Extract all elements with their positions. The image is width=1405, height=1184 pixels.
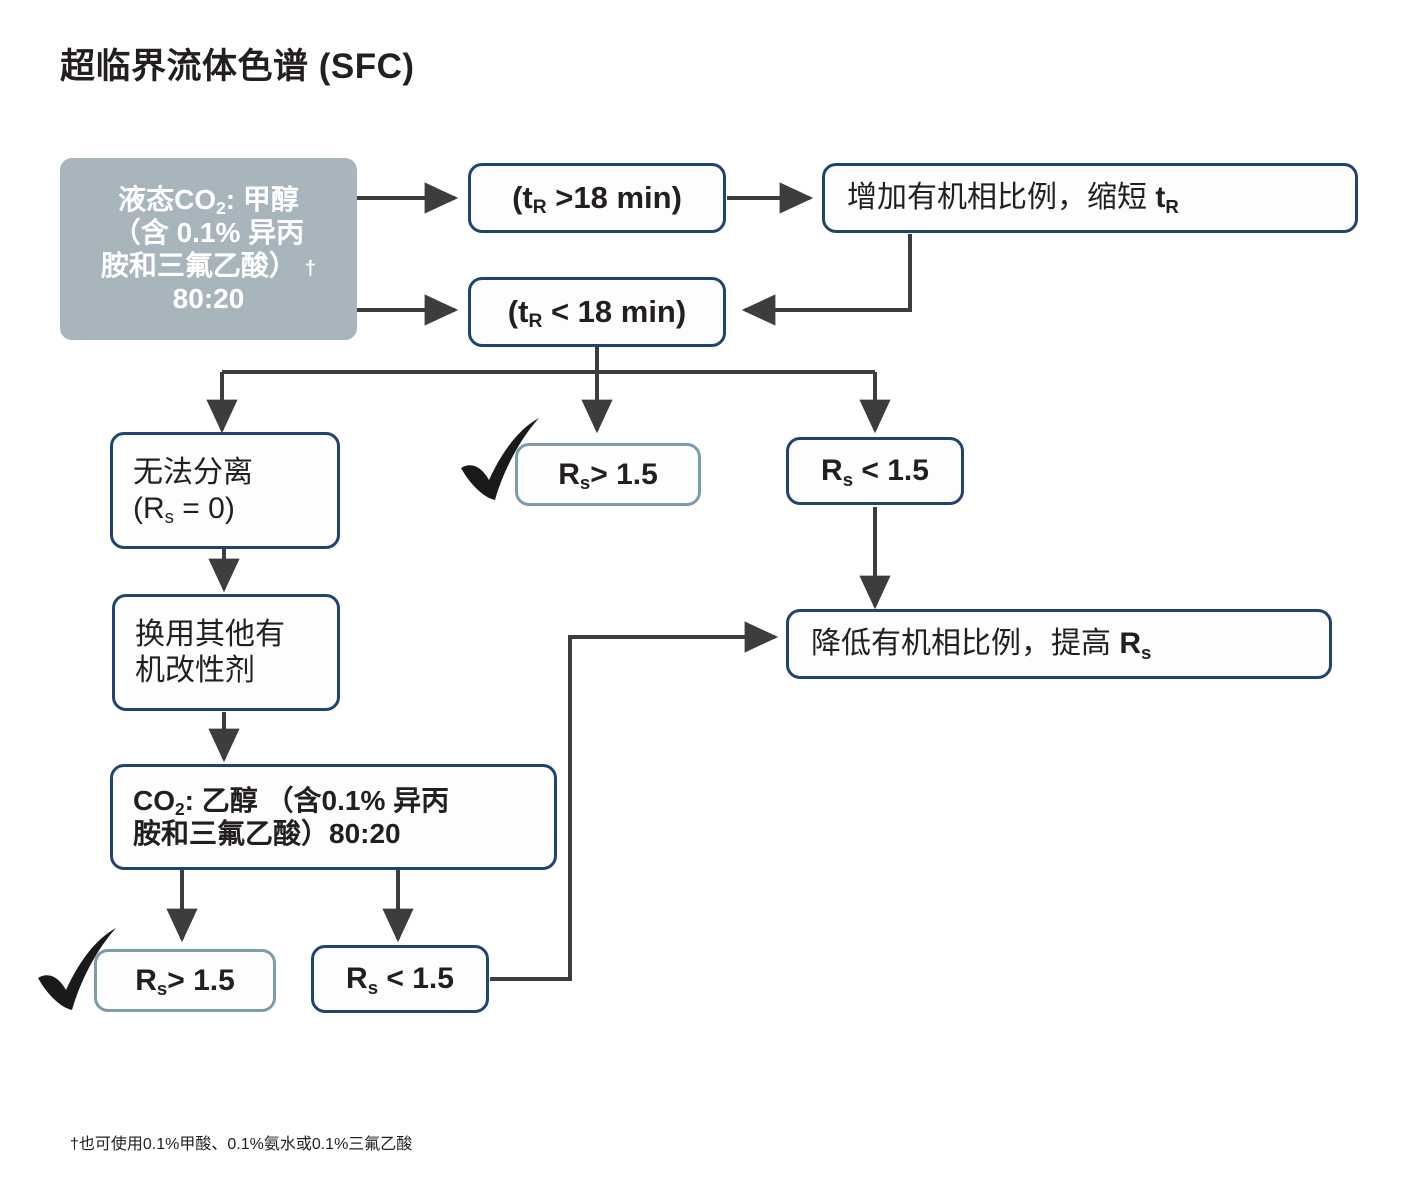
node-tr-greater-18[interactable]: (tR >18 min) <box>468 163 726 233</box>
node-no-separation[interactable]: 无法分离 (Rs = 0) <box>110 432 340 549</box>
node-change-modifier[interactable]: 换用其他有 机改性剂 <box>112 594 340 711</box>
page-title: 超临界流体色谱 (SFC) <box>60 47 415 86</box>
node-decrease-organic-phase-label: 降低有机相比例，提高 Rs <box>811 627 1152 663</box>
node-start[interactable]: 液态CO2: 甲醇 （含 0.1% 异丙 胺和三氟乙酸） † 80:20 <box>60 158 357 340</box>
node-rs-less-1point5-top[interactable]: Rs < 1.5 <box>786 437 964 505</box>
node-start-label: 液态CO2: 甲醇 （含 0.1% 异丙 胺和三氟乙酸） † 80:20 <box>100 183 317 315</box>
footnote-text: †也可使用0.1%甲酸、0.1%氨水或0.1%三氟乙酸 <box>70 1136 413 1153</box>
node-tr-less-18-label: (tR < 18 min) <box>507 293 687 333</box>
node-tr-greater-18-label: (tR >18 min) <box>512 179 682 219</box>
node-rs-greater-1point5-top-label: Rs> 1.5 <box>558 457 658 493</box>
node-increase-organic-phase[interactable]: 增加有机相比例，缩短 tR <box>822 163 1358 233</box>
node-rs-greater-1point5-top[interactable]: Rs> 1.5 <box>515 443 701 506</box>
node-tr-less-18[interactable]: (tR < 18 min) <box>468 277 726 347</box>
node-no-separation-label: 无法分离 (Rs = 0) <box>133 456 253 527</box>
node-rs-less-1point5-bottom-label: Rs < 1.5 <box>346 962 454 998</box>
node-co2-ethanol[interactable]: CO2: 乙醇 （含0.1% 异丙 胺和三氟乙酸）80:20 <box>110 764 557 870</box>
node-rs-less-1point5-bottom[interactable]: Rs < 1.5 <box>311 945 489 1013</box>
node-decrease-organic-phase[interactable]: 降低有机相比例，提高 Rs <box>786 609 1332 679</box>
node-increase-organic-phase-label: 增加有机相比例，缩短 tR <box>847 181 1179 217</box>
node-rs-greater-1point5-bottom[interactable]: Rs> 1.5 <box>94 949 276 1012</box>
node-rs-greater-1point5-bottom-label: Rs> 1.5 <box>135 963 235 999</box>
node-change-modifier-label: 换用其他有 机改性剂 <box>135 618 285 687</box>
edge-increase-to-tr-lt <box>741 234 912 326</box>
node-co2-ethanol-label: CO2: 乙醇 （含0.1% 异丙 胺和三氟乙酸）80:20 <box>133 784 450 849</box>
node-rs-less-1point5-top-label: Rs < 1.5 <box>821 454 929 490</box>
